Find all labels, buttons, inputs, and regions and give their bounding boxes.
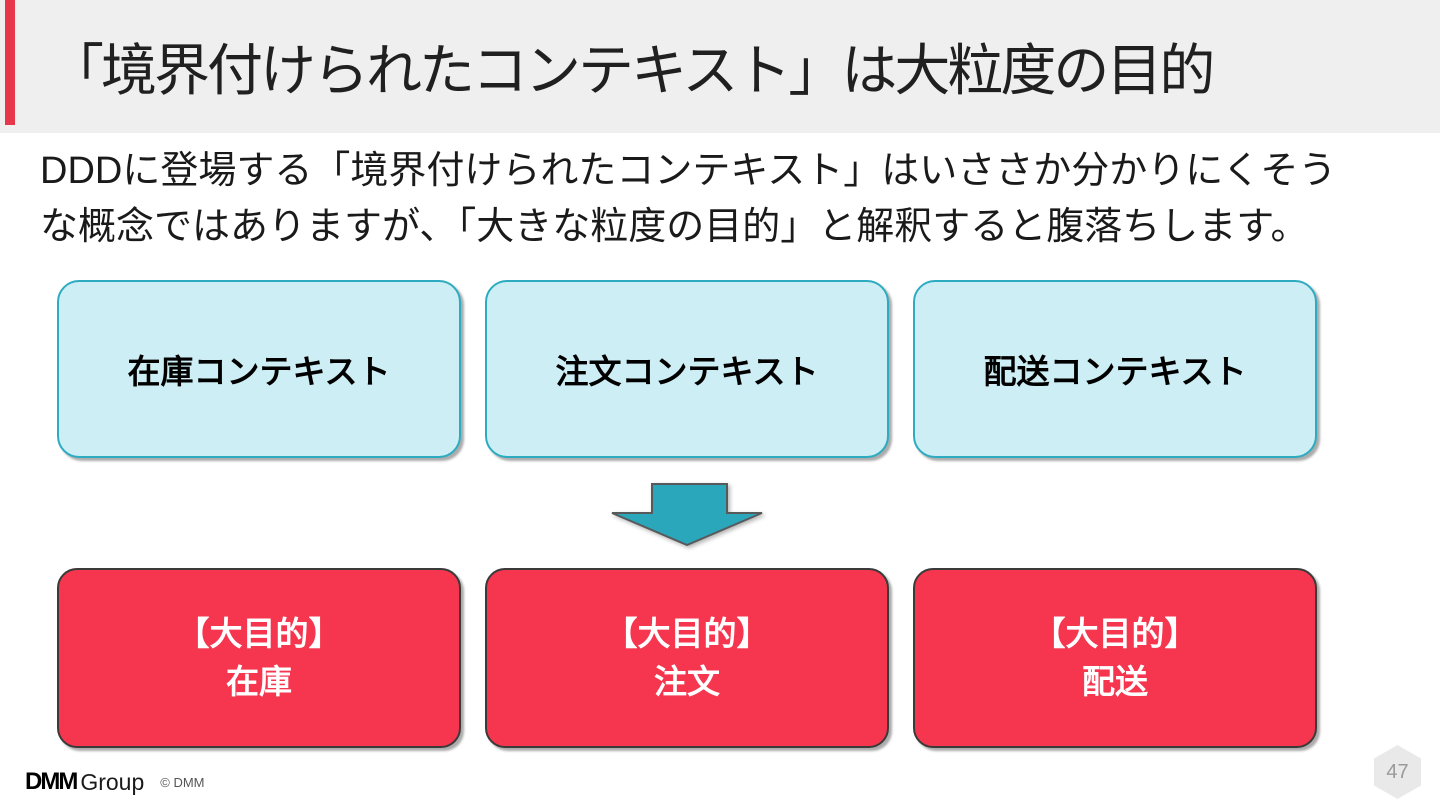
- red-accent-bar: [5, 0, 15, 125]
- page-number-badge: 47: [1374, 745, 1421, 799]
- purpose-box-order: 【大目的】 注文: [485, 568, 889, 748]
- context-box-order: 注文コンテキスト: [485, 280, 889, 458]
- context-box-inventory: 在庫コンテキスト: [57, 280, 461, 458]
- page-number: 47: [1386, 760, 1409, 783]
- slide-header: 「境界付けられたコンテキスト」は大粒度の目的: [0, 0, 1440, 133]
- copyright-text: © DMM: [160, 774, 205, 790]
- down-arrow-icon: [611, 483, 763, 547]
- purpose-box-shipping-line2: 配送: [1082, 663, 1148, 700]
- purpose-box-inventory-line2: 在庫: [226, 663, 292, 700]
- slide-title: 「境界付けられたコンテキスト」は大粒度の目的: [48, 39, 1215, 102]
- context-box-inventory-label: 在庫コンテキスト: [127, 353, 391, 390]
- purpose-boxes-row: 【大目的】 在庫 【大目的】 注文 【大目的】 配送: [57, 568, 1317, 748]
- purpose-box-inventory-line1: 【大目的】: [176, 615, 342, 652]
- lead-paragraph: DDDに登場する「境界付けられたコンテキスト」はいささか分かりにくそう な概念で…: [40, 143, 1336, 255]
- context-box-order-label: 注文コンテキスト: [555, 353, 819, 390]
- context-box-shipping-label: 配送コンテキスト: [983, 353, 1247, 390]
- context-boxes-row: 在庫コンテキスト 注文コンテキスト 配送コンテキスト: [57, 280, 1317, 458]
- slide-footer: DMM Group © DMM: [25, 766, 205, 798]
- purpose-box-order-line2: 注文: [654, 663, 720, 700]
- dmm-logo: DMM: [25, 768, 78, 795]
- lead-line-1: DDDに登場する「境界付けられたコンテキスト」はいささか分かりにくそう: [40, 150, 1337, 192]
- purpose-box-shipping: 【大目的】 配送: [913, 568, 1317, 748]
- context-box-shipping: 配送コンテキスト: [913, 280, 1317, 458]
- purpose-box-shipping-line1: 【大目的】: [1032, 615, 1198, 652]
- lead-line-2: な概念ではありますが、「大きな粒度の目的」と解釈すると腹落ちします。: [40, 206, 1309, 248]
- dmm-group-logo-text: Group: [80, 768, 145, 795]
- purpose-box-inventory: 【大目的】 在庫: [57, 568, 461, 748]
- purpose-box-order-line1: 【大目的】: [604, 615, 770, 652]
